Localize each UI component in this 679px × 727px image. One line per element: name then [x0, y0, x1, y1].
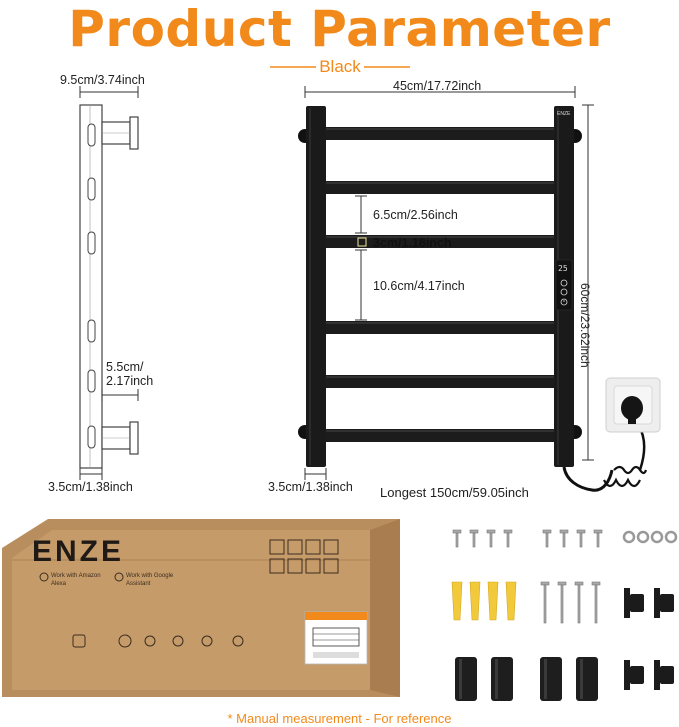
cable-length-label: Longest 150cm/59.05inch: [380, 485, 529, 500]
front-width-label: 45cm/17.72inch: [393, 79, 482, 93]
side-offset-label-line1: 5.5cm/: [106, 360, 144, 374]
bar-gap-label: 6.5cm/2.56inch: [373, 208, 458, 222]
color-label: Black: [319, 57, 361, 76]
footer-note: * Manual measurement - For reference: [227, 711, 452, 726]
box-google-label: Work with Google Assistant: [126, 573, 174, 587]
side-bottom-label: 3.5cm/1.38inch: [48, 480, 133, 494]
bar-gap-large-label: 10.6cm/4.17inch: [373, 279, 465, 293]
bar-thickness-label: 3cm/1.18inch: [373, 236, 452, 250]
box-brand-logo: ENZE: [32, 535, 125, 568]
temperature-display: 25: [558, 264, 568, 273]
page-title: Product Parameter: [68, 0, 611, 58]
side-depth-label: 9.5cm/3.74inch: [60, 73, 145, 87]
box-alexa-label: Work with Amazon Alexa: [51, 573, 101, 587]
side-offset-label-line2: 2.17inch: [106, 374, 154, 388]
rail-brand-mark: ENZE: [557, 111, 571, 117]
front-bottom-label: 3.5cm/1.38inch: [268, 480, 353, 494]
